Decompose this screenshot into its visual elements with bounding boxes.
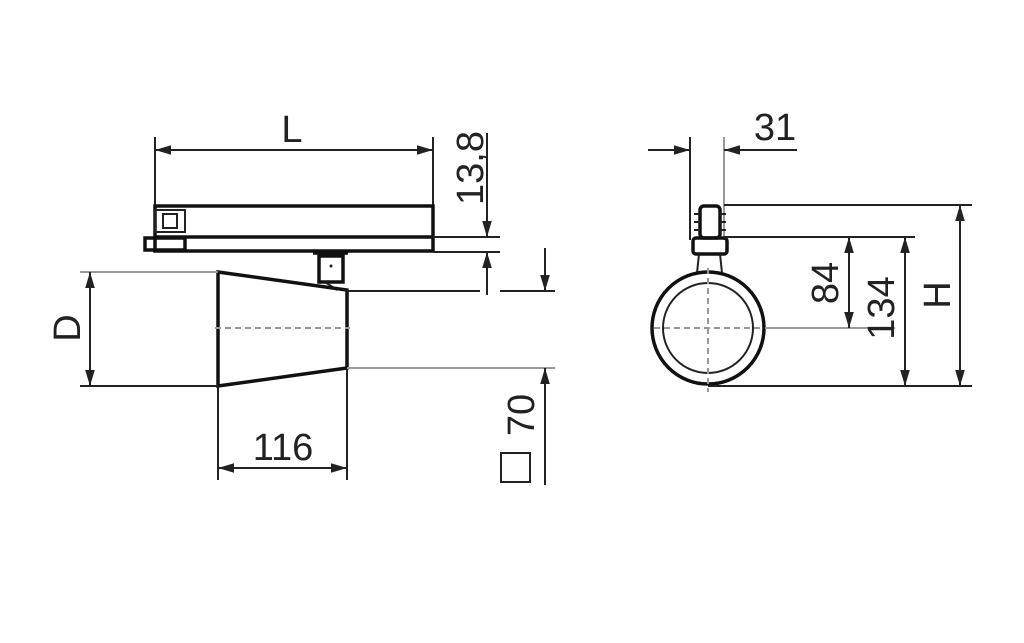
adapter-size-label: 70 — [501, 394, 543, 436]
total-height-label: H — [917, 281, 959, 308]
adapter-width-label: 31 — [754, 107, 796, 149]
side-view: L 13,8 D — [47, 109, 555, 485]
axis-offset-label: 84 — [805, 262, 847, 304]
spotlight-ring — [650, 268, 766, 392]
front-view: 31 84 134 H — [648, 107, 972, 392]
track-height-label: 13,8 — [450, 131, 492, 205]
adapter-front — [691, 204, 729, 274]
body-height-label: 134 — [861, 276, 903, 339]
square-icon — [500, 452, 531, 483]
track-rail — [143, 204, 435, 253]
adapter-connector — [313, 251, 348, 291]
body-length-label: 116 — [253, 427, 314, 469]
diameter-label: D — [47, 314, 89, 341]
spotlight-body — [215, 269, 350, 389]
length-label: L — [281, 109, 302, 151]
